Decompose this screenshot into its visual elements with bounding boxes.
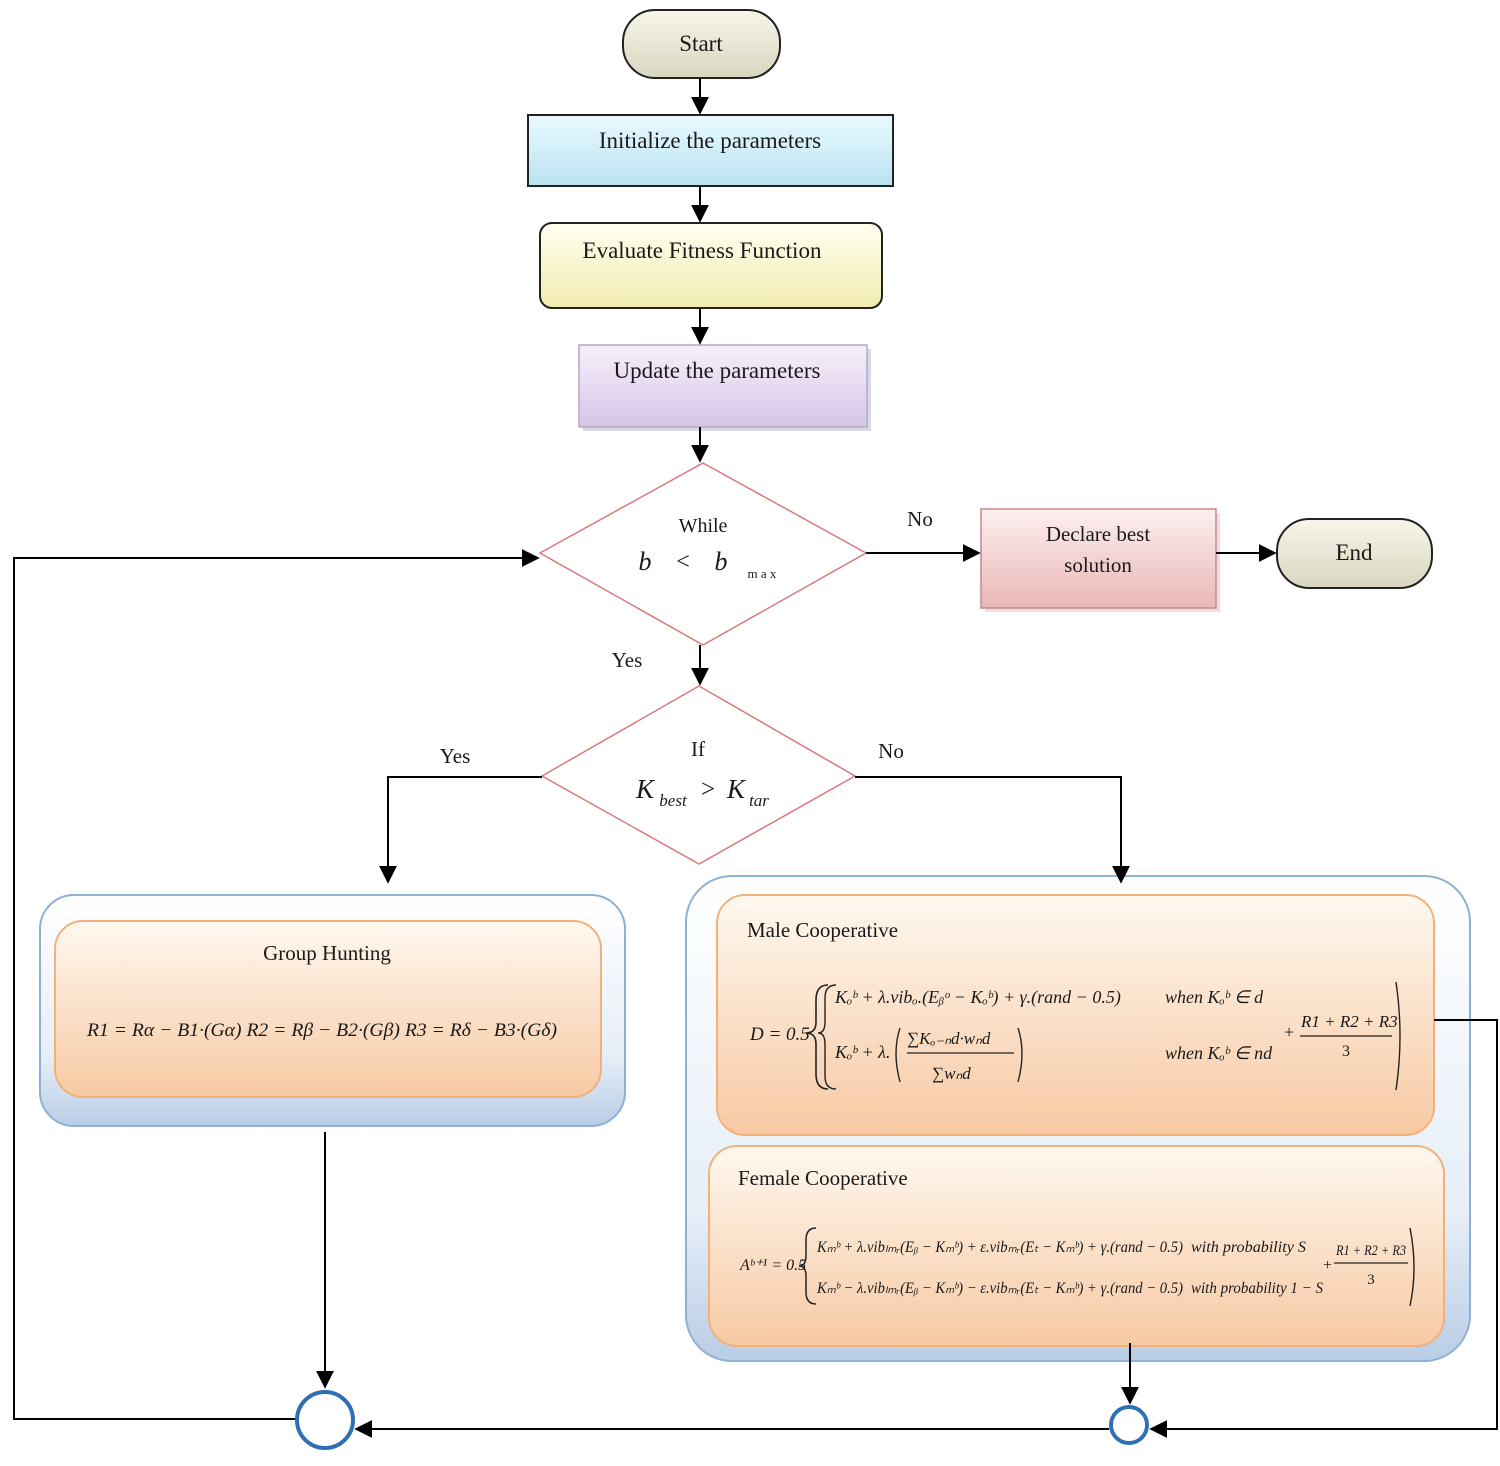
- declare-label-line1: Declare best: [1046, 522, 1151, 546]
- female-cooperative-title: Female Cooperative: [738, 1166, 908, 1190]
- edge-label-while-no: No: [907, 507, 933, 531]
- male-row2: Kₒᵇ + λ.: [834, 1042, 890, 1062]
- if-k-tar-subscript: tar: [749, 791, 769, 810]
- merge-junction-left: [295, 1390, 355, 1450]
- declare-node: Declare best solution: [980, 508, 1220, 612]
- female-row2: Kₘᵇ − λ.vibₗₘᵣ(Eᵦ − Kₘᵇ) − ε.vibₘᵣ(Eₜ − …: [816, 1280, 1183, 1297]
- group-hunting-panel: Group Hunting R1 = Rα − B1·(Gα) R2 = Rβ …: [39, 894, 626, 1127]
- edge-label-while-yes: Yes: [612, 648, 643, 672]
- while-b: b: [639, 547, 652, 576]
- initialize-node: Initialize the parameters: [527, 114, 894, 187]
- female-row1: Kₘᵇ + λ.vibₗₘᵣ(Eᵦ − Kₘᵇ) + ε.vibₘᵣ(Eₜ − …: [816, 1239, 1183, 1256]
- initialize-label: Initialize the parameters: [599, 128, 821, 153]
- edge-label-if-no: No: [878, 739, 904, 763]
- end-node: End: [1276, 518, 1433, 589]
- arrow-if-no-to-cooperative: [855, 776, 1130, 884]
- male-row2-denominator: ∑wₙd: [932, 1064, 971, 1083]
- female-lhs: Aᵇ⁺¹ = 0.5: [739, 1257, 806, 1274]
- evaluate-label: Evaluate Fitness Function: [583, 238, 822, 263]
- arrow-if-yes-to-group-hunting: [379, 776, 542, 884]
- female-row1-condition: with probability S: [1191, 1239, 1306, 1256]
- female-fraction-denominator: 3: [1367, 1272, 1375, 1288]
- start-label: Start: [679, 31, 723, 56]
- evaluate-node: Evaluate Fitness Function: [539, 222, 883, 309]
- cooperative-panel: Male Cooperative D = 0.5 Kₒᵇ + λ.vibₒ.(E…: [685, 875, 1471, 1362]
- if-decision: If K best > K tar: [540, 685, 857, 865]
- male-lhs: D = 0.5: [749, 1024, 810, 1045]
- male-fraction-denominator: 3: [1342, 1043, 1350, 1060]
- female-cooperative-box: Female Cooperative Aᵇ⁺¹ = 0.5 Kₘᵇ + λ.vi…: [708, 1145, 1445, 1347]
- group-hunting-title: Group Hunting: [263, 941, 391, 965]
- female-plus: +: [1323, 1257, 1332, 1274]
- male-row1-condition: when Kₒᵇ ∈ d: [1165, 987, 1264, 1007]
- female-fraction-numerator: R1 + R2 + R3: [1335, 1243, 1406, 1259]
- edge-label-if-yes: Yes: [440, 744, 471, 768]
- male-cooperative-box: Male Cooperative D = 0.5 Kₒᵇ + λ.vibₒ.(E…: [716, 894, 1435, 1136]
- while-decision: While b < b m a x: [538, 462, 868, 646]
- if-k-best-subscript: best: [659, 791, 688, 810]
- male-row1: Kₒᵇ + λ.vibₒ.(Eᵦᵒ − Kₒᵇ) + γ.(rand − 0.5…: [834, 987, 1121, 1008]
- merge-junction-right: [1109, 1405, 1149, 1445]
- update-node: Update the parameters: [578, 344, 871, 431]
- male-row2-condition: when Kₒᵇ ∈ nd: [1165, 1043, 1273, 1063]
- start-node: Start: [622, 9, 781, 79]
- male-cooperative-title: Male Cooperative: [747, 918, 898, 942]
- declare-label-line2: solution: [1064, 553, 1132, 577]
- while-title: While: [679, 515, 728, 537]
- while-max-subscript: m a x: [748, 566, 777, 581]
- male-plus: +: [1284, 1022, 1294, 1042]
- arrow-loop-back-to-while: [13, 549, 540, 1420]
- if-k-best: K: [635, 774, 656, 804]
- group-hunting-formula: R1 = Rα − B1·(Gα) R2 = Rβ − B2·(Gβ) R3 =…: [86, 1020, 557, 1041]
- while-bmax: b: [715, 547, 728, 576]
- while-less-than: <: [676, 549, 690, 575]
- if-greater-than: >: [701, 776, 715, 803]
- male-fraction-numerator: R1 + R2 + R3: [1300, 1012, 1398, 1031]
- arrow-male-loop-to-merge: [1149, 1019, 1498, 1438]
- if-title: If: [691, 737, 705, 761]
- female-row2-condition: with probability 1 − S: [1191, 1280, 1323, 1297]
- male-row2-numerator: ∑Kₒ₋ₙd·wₙd: [907, 1029, 991, 1048]
- if-k-tar: K: [726, 774, 747, 804]
- connectors: [13, 78, 1498, 1438]
- update-label: Update the parameters: [614, 358, 821, 383]
- end-label: End: [1335, 540, 1373, 565]
